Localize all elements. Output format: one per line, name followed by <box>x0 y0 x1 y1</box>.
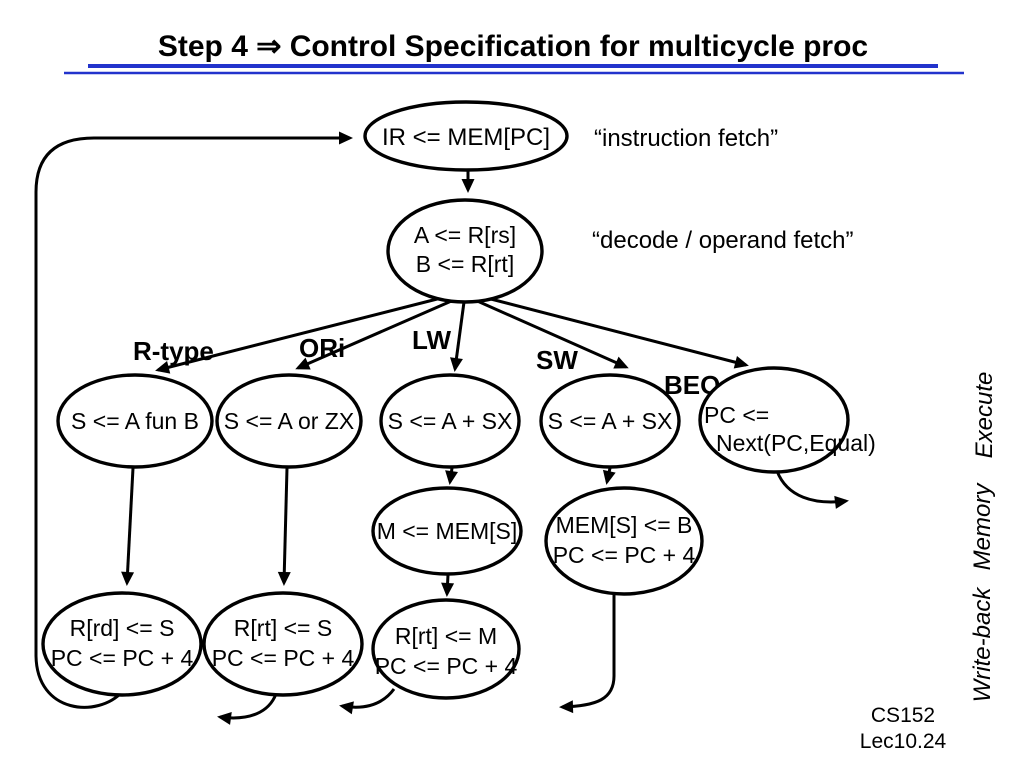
state-ellipse <box>544 486 704 596</box>
edge-lw-execute-to-memory <box>445 467 458 485</box>
state-text-line1: MEM[S] <= B <box>556 512 693 538</box>
state-text-line1: R[rt] <= M <box>395 623 497 649</box>
state-sw-memory: MEM[S] <= B PC <= PC + 4 <box>544 486 704 596</box>
state-ori-execute: S <= A or ZX <box>215 373 363 469</box>
stage-label-memory: Memory <box>969 482 996 571</box>
state-ellipse <box>386 198 544 304</box>
state-text: S <= A fun B <box>71 408 199 434</box>
state-ellipse <box>41 591 203 697</box>
state-sw-execute: S <= A + SX <box>539 373 681 469</box>
edge-ori-writeback-exit <box>217 693 278 725</box>
state-text: IR <= MEM[PC] <box>382 124 550 151</box>
branch-label-lw: LW <box>412 325 451 355</box>
decode-annotation: “decode / operand fetch” <box>592 227 854 254</box>
footer-course: CS152 <box>871 704 935 727</box>
state-ellipse <box>698 366 850 474</box>
edge-decode-to-sw <box>474 298 629 369</box>
branch-label-rtype: R-type <box>133 336 214 366</box>
state-lw-execute: S <= A + SX <box>379 373 521 469</box>
edge-decode-to-ori <box>295 297 457 370</box>
state-text-line2: B <= R[rt] <box>416 251 514 277</box>
state-text-line1: R[rd] <= S <box>70 615 175 641</box>
state-text-line1: A <= R[rs] <box>414 222 516 248</box>
state-ori-writeback: R[rt] <= S PC <= PC + 4 <box>202 591 364 697</box>
stage-label-writeback: Write-back <box>969 586 996 703</box>
edge-decode-to-beq <box>482 295 749 369</box>
edge-decode-to-rtype <box>155 294 450 374</box>
state-beq-execute: PC <= Next(PC,Equal) <box>698 366 876 474</box>
instruction-fetch-annotation: “instruction fetch” <box>594 125 778 152</box>
branch-label-sw: SW <box>536 345 578 375</box>
page-title: Step 4 ⇒ Control Specification for multi… <box>158 30 868 63</box>
state-ellipse <box>379 373 521 469</box>
state-decode: A <= R[rs] B <= R[rt] <box>386 198 544 304</box>
edge-decode-to-lw <box>450 301 466 372</box>
state-lw-writeback: R[rt] <= M PC <= PC + 4 <box>371 598 521 700</box>
state-text-line2: PC <= PC + 4 <box>51 645 194 671</box>
state-text-line2: Next(PC,Equal) <box>716 430 876 456</box>
edge-lw-writeback-exit <box>339 688 396 715</box>
state-text-line2: PC <= PC + 4 <box>375 653 518 679</box>
edge-beq-exit <box>775 470 849 509</box>
edge-lw-memory-to-writeback <box>441 574 455 597</box>
edge-writeback-loop-to-fetch <box>34 131 353 709</box>
state-ellipse <box>56 373 214 469</box>
state-instruction-fetch: IR <= MEM[PC] <box>363 100 569 172</box>
state-ellipse <box>215 373 363 469</box>
state-text-line2: PC <= PC + 4 <box>212 645 355 671</box>
state-ellipse <box>371 486 523 576</box>
edge-ori-execute-to-writeback <box>277 467 291 586</box>
edge-rtype-execute-to-writeback <box>121 467 135 586</box>
state-ellipse <box>371 598 521 700</box>
edge-sw-execute-to-memory <box>602 467 616 485</box>
state-text-line2: PC <= PC + 4 <box>553 542 696 568</box>
footer-lecture: Lec10.24 <box>860 730 947 753</box>
state-text: S <= A + SX <box>388 408 513 434</box>
state-lw-memory: M <= MEM[S] <box>371 486 523 576</box>
branch-label-ori: ORi <box>299 333 345 363</box>
state-text: M <= MEM[S] <box>377 518 518 544</box>
state-ellipse <box>202 591 364 697</box>
state-text: S <= A + SX <box>548 408 673 434</box>
state-rtype-execute: S <= A fun B <box>56 373 214 469</box>
state-rtype-writeback: R[rd] <= S PC <= PC + 4 <box>41 591 203 697</box>
state-text-line1: PC <= <box>704 402 769 428</box>
stage-label-execute: Execute <box>971 372 998 459</box>
state-ellipse <box>539 373 681 469</box>
state-text-line1: R[rt] <= S <box>234 615 332 641</box>
state-ellipse <box>363 100 569 172</box>
edge-sw-memory-exit <box>559 595 616 714</box>
state-text: S <= A or ZX <box>224 408 354 434</box>
